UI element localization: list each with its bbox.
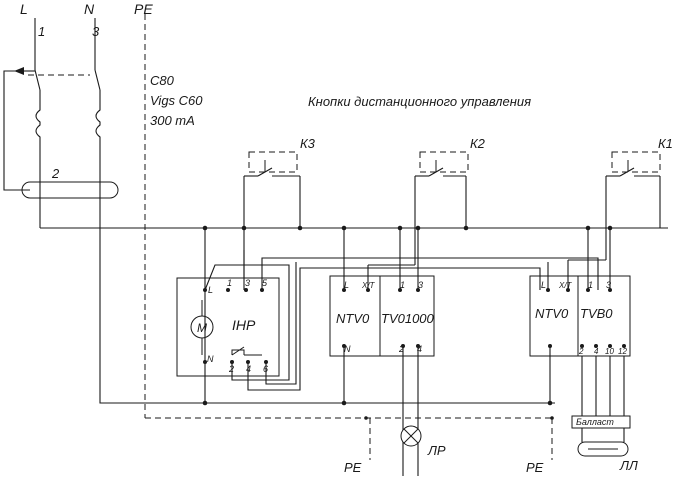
tvb-name: TVB0	[580, 306, 613, 321]
line-n-label: N	[84, 1, 95, 17]
line-pe-label: PE	[134, 1, 153, 17]
button-k2: К2	[414, 136, 486, 265]
tv1000-term-1: 1	[400, 280, 405, 290]
lamp-lr: ЛР	[400, 425, 446, 458]
pe-conductor: PE PE	[144, 14, 553, 475]
coil-l-icon	[35, 90, 41, 150]
ntv-b-xt: X/T	[558, 281, 573, 290]
ihp-name: IHP	[232, 317, 256, 333]
ntv-b-name: NTV0	[535, 306, 569, 321]
buttons-title: Кнопки дистанционного управления	[308, 94, 531, 109]
line-l-label: L	[20, 1, 28, 17]
tv1000-term-2: 2	[398, 344, 404, 354]
breaker-sensitivity: 300 mA	[150, 113, 195, 128]
tvb-term-4: 4	[594, 347, 599, 356]
tv1000-name: TV01000	[381, 311, 435, 326]
tvb-term-10: 10	[605, 347, 614, 356]
ihp-module: L 1 3 5 M IHP N 2 4 6	[176, 277, 280, 377]
button-k3: К3	[243, 136, 316, 290]
ntv-a-module: L X/T NTV0 N	[329, 275, 381, 357]
junction-dots	[202, 225, 626, 420]
lamp-label: ЛР	[427, 443, 446, 458]
ntv-a-name: NTV0	[336, 311, 370, 326]
ihp-term-1: 1	[227, 278, 232, 288]
ntv-a-l: L	[344, 280, 349, 290]
tube-label: ЛЛ	[619, 458, 638, 473]
tvb-term-3: 3	[606, 280, 611, 290]
tvb-module: 1 3 TVB0 2 4 10 12	[577, 275, 631, 357]
tv1000-module: 1 3 TV01000 2 4	[379, 275, 435, 357]
breaker-terminal-1: 1	[38, 24, 45, 39]
tvb-term-12: 12	[618, 347, 627, 356]
breaker-rating: C80	[150, 73, 175, 88]
tv1000-term-3: 3	[418, 280, 423, 290]
tvb-term-2: 2	[578, 347, 584, 356]
ntv-b-l: L	[541, 280, 546, 290]
pe-right-label: PE	[526, 460, 544, 475]
button-k1: К1	[605, 136, 673, 260]
ballast-and-tube: Балласт ЛЛ	[571, 415, 638, 473]
neutral-bus	[99, 228, 555, 404]
ntv-a-n: N	[344, 344, 351, 354]
toroid-icon	[21, 181, 119, 199]
ballast-box	[571, 415, 631, 429]
ihp-term-5: 5	[262, 278, 268, 288]
ihp-term-3: 3	[245, 278, 250, 288]
button-k2-label: К2	[470, 136, 486, 151]
breaker-blade-n	[94, 69, 101, 91]
ntv-b-module: L X/T NTV0	[529, 275, 579, 357]
button-k1-label: К1	[658, 136, 673, 151]
breaker-model: Vigs C60	[150, 93, 203, 108]
differential-breaker: 1 3 2 C80 Vigs C60 300 mA	[3, 18, 203, 228]
ihp-n-label: N	[207, 354, 214, 364]
fluorescent-tube-icon	[577, 441, 629, 457]
toroid-label: 2	[51, 166, 60, 181]
ihp-term-2: 2	[228, 364, 234, 374]
control-wiring	[204, 228, 625, 476]
breaker-blade-l	[34, 69, 41, 91]
coil-n-icon	[95, 90, 101, 150]
ihp-l-label: L	[208, 285, 213, 295]
trip-arrow-icon	[14, 67, 24, 75]
breaker-terminal-3: 3	[92, 24, 100, 39]
ballast-label: Балласт	[576, 417, 614, 427]
tv1000-term-4: 4	[417, 344, 422, 354]
pe-left-label: PE	[344, 460, 362, 475]
motor-label: M	[197, 321, 207, 335]
tvb-term-1: 1	[588, 280, 593, 290]
button-k3-label: К3	[300, 136, 316, 151]
